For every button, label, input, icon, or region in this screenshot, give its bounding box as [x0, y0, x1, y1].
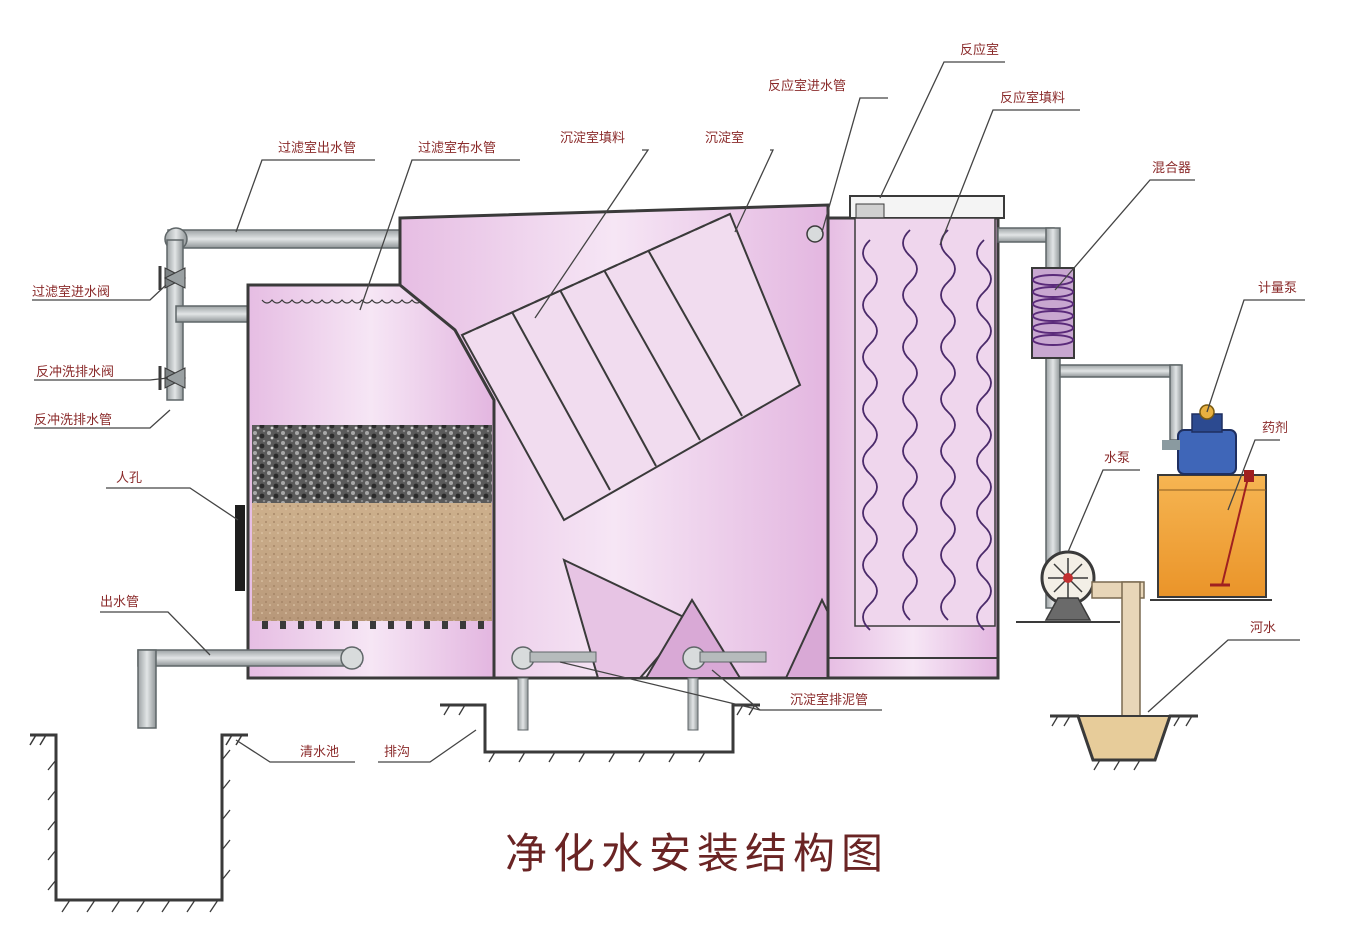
label-water-pump: 水泵 [1104, 451, 1130, 466]
filter-chamber [235, 283, 496, 680]
label-filter-outlet-pipe: 过滤室出水管 [278, 140, 356, 156]
label-filter-inlet-pipe: 过滤室布水管 [418, 140, 496, 156]
label-reaction-chamber: 反应室 [960, 42, 999, 58]
label-air-wash-valve: 反冲洗排水阀 [36, 365, 114, 380]
label-sludge-pipe: 沉淀室排泥管 [790, 692, 868, 708]
label-sediment-chamber: 沉淀室 [705, 130, 744, 146]
labels: 过滤室出水管 过滤室布水管 沉淀室填料 沉淀室 反应室进水管 反应室 反应室填料… [32, 42, 1297, 760]
mixer-icon [1031, 267, 1075, 359]
river-water-pit [1050, 714, 1198, 771]
label-air-wash-pipe: 反冲洗排水管 [34, 413, 112, 428]
air-wash-valve-icon [158, 366, 187, 390]
label-sediment-fill: 沉淀室填料 [560, 130, 625, 146]
label-trench: 排沟 [384, 745, 410, 760]
label-manhole: 人孔 [116, 471, 142, 486]
leader-lines [32, 61, 1305, 763]
gravel-layer [252, 425, 492, 503]
chemical-tank [1150, 470, 1272, 601]
label-reaction-inlet-pipe: 反应室进水管 [768, 78, 846, 94]
trench [440, 703, 760, 763]
manhole-icon [235, 505, 245, 591]
label-outlet-pipe: 出水管 [100, 595, 139, 610]
diagram-title: 净化水安装结构图 [505, 829, 889, 878]
label-filter-inlet-valve: 过滤室进水阀 [32, 284, 110, 300]
label-mixer: 混合器 [1152, 161, 1191, 176]
label-metering-pump: 计量泵 [1258, 281, 1297, 296]
label-chemical: 药剂 [1262, 421, 1288, 436]
water-pump-icon [1016, 550, 1145, 717]
sediment-chamber [398, 203, 862, 731]
label-clear-water-tank: 清水池 [300, 745, 339, 760]
outlet-pipe [137, 646, 364, 729]
label-reaction-fill: 反应室填料 [1000, 90, 1065, 106]
reaction-fill [862, 229, 992, 631]
metering-pump-icon [1162, 404, 1237, 475]
filter-inlet-valve-icon [158, 266, 187, 290]
label-river-water: 河水 [1250, 621, 1276, 636]
reaction-chamber [826, 195, 1005, 680]
clear-water-tank [29, 733, 248, 913]
